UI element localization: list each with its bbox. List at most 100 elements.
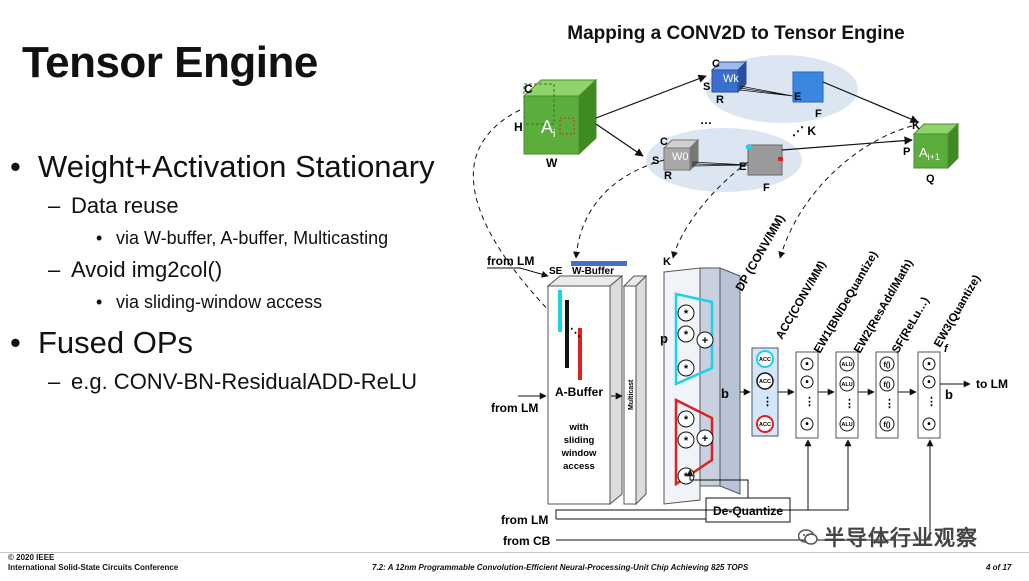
- dashed-map-input: [472, 109, 557, 319]
- svg-text:*: *: [684, 435, 689, 447]
- footer-left: © 2020 IEEE International Solid-State Ci…: [8, 553, 178, 573]
- svg-text:⋮: ⋮: [844, 398, 855, 410]
- svg-text:f(): f(): [884, 422, 891, 429]
- input-c-label: C: [524, 82, 533, 96]
- from-lm-top: from LM: [487, 254, 534, 268]
- svg-text:⋮: ⋮: [804, 396, 815, 408]
- sf-label: SF(ReLu…): [890, 295, 932, 355]
- svg-text:⋮: ⋮: [884, 398, 895, 410]
- ew3-column: • • • ⋮ f b EW3(Quantize): [917, 273, 983, 439]
- from-lm-bottom: from LM: [501, 513, 548, 527]
- sub-bullet-data-reuse: Data reuse: [8, 192, 448, 220]
- dequantize-label: De-Quantize: [713, 504, 783, 518]
- watermark: 半导体行业观察: [798, 522, 978, 552]
- bullet-fused-ops: Fused OPs: [8, 324, 448, 362]
- w0-c-label: C: [660, 136, 668, 148]
- sub-bullet-avoid-img2col: Avoid img2col(): [8, 256, 448, 284]
- output-p-label: P: [903, 146, 910, 158]
- w0-r-label: R: [664, 170, 672, 182]
- arrow-bottom-to-output: [781, 136, 913, 151]
- ew3-f-label: f: [944, 343, 949, 355]
- footer-page-number: 4 of 17: [986, 563, 1012, 572]
- svg-text:⋮: ⋮: [926, 396, 937, 408]
- kernel-wk: Wk C S R E F: [703, 58, 824, 120]
- sub-sub-bullet-buffers: via W-buffer, A-buffer, Multicasting: [8, 226, 448, 250]
- svg-text:+: +: [702, 335, 708, 347]
- input-w-label: W: [546, 156, 558, 170]
- svg-text:*: *: [684, 414, 689, 426]
- w0-e-label: E: [739, 161, 746, 173]
- footer-copyright: © 2020 IEEE: [8, 553, 55, 562]
- output-q-label: Q: [926, 173, 935, 185]
- wk-r-label: R: [716, 94, 724, 106]
- input-h-label: H: [514, 120, 523, 134]
- sub-bullet-conv-bn: e.g. CONV-BN-ResidualADD-ReLU: [8, 368, 448, 396]
- dp-k-label: K: [663, 256, 671, 268]
- svg-text:*: *: [684, 471, 689, 483]
- svg-text:*: *: [684, 329, 689, 341]
- bullet-list: Weight+Activation Stationary Data reuse …: [8, 148, 448, 402]
- svg-text:ACC: ACC: [759, 422, 771, 428]
- footer-conference: International Solid-State Circuits Confe…: [8, 563, 179, 572]
- from-cb-label: from CB: [503, 534, 551, 548]
- kernel-k-dots: ⋰ K: [792, 124, 816, 138]
- svg-text:ALU: ALU: [841, 382, 852, 388]
- ew3-label: EW3(Quantize): [932, 273, 983, 349]
- dp-b-label: b: [721, 386, 729, 401]
- kernel-dots-top: …: [700, 113, 712, 127]
- svg-text:•: •: [927, 377, 931, 388]
- dashed-map-output: [778, 125, 913, 259]
- w-buffer-label: W-Buffer: [572, 266, 614, 277]
- a-buffer-label: A-Buffer: [555, 385, 603, 399]
- watermark-text: 半导体行业观察: [824, 527, 978, 550]
- w0-f-label: F: [763, 182, 770, 194]
- wk-s-label: S: [703, 81, 710, 93]
- multicast-block: Multicast: [622, 274, 648, 506]
- multicast-label: Multicast: [628, 379, 635, 410]
- diagram-title: Mapping a CONV2D to Tensor Engine: [567, 23, 904, 44]
- se-label: SE: [549, 266, 563, 277]
- dp-p-label: p: [660, 331, 668, 346]
- footer-divider: [0, 552, 1029, 553]
- w0-s-label: S: [652, 155, 659, 167]
- input-cube: C H W Ai: [514, 78, 598, 170]
- wk-c-label: C: [712, 58, 720, 70]
- dashed-map-weight: [573, 159, 665, 259]
- output-cube: Ai+1 K P Q: [903, 120, 960, 185]
- svg-text:ALU: ALU: [841, 362, 852, 368]
- from-lm-mid: from LM: [491, 401, 538, 415]
- arrow-top-to-output: [822, 81, 919, 123]
- svg-text:+: +: [702, 433, 708, 445]
- svg-text:f(): f(): [884, 382, 891, 389]
- svg-text:ACC: ACC: [759, 357, 771, 363]
- wk-f-label: F: [815, 108, 822, 120]
- svg-text:*: *: [684, 363, 689, 375]
- input-a-label: Ai: [541, 117, 555, 140]
- svg-text:ALU: ALU: [841, 422, 852, 428]
- svg-text:•: •: [805, 419, 809, 430]
- svg-text:*: *: [684, 308, 689, 320]
- w0-label: W0: [672, 151, 689, 163]
- output-a-label: Ai+1: [919, 145, 940, 162]
- svg-text:•: •: [805, 377, 809, 388]
- sub-sub-bullet-sliding: via sliding-window access: [8, 290, 448, 314]
- wk-label: Wk: [723, 73, 739, 85]
- acc-label: ACC(CONV/MM): [774, 259, 829, 341]
- svg-text:•: •: [927, 359, 931, 370]
- footer-paper-title: 7.2: A 12nm Programmable Convolution-Eff…: [372, 563, 749, 572]
- svg-text:⋮: ⋮: [762, 396, 773, 408]
- svg-text:⋱: ⋱: [570, 327, 581, 339]
- arrow-input-to-bottom: [595, 123, 644, 157]
- dp-label: DP (CONV/MM): [732, 212, 787, 293]
- svg-text:•: •: [805, 359, 809, 370]
- svg-text:f(): f(): [884, 362, 891, 369]
- slide-title: Tensor Engine: [22, 38, 318, 87]
- arrow-input-to-top: [595, 74, 707, 119]
- wk-e-label: E: [794, 91, 801, 103]
- output-k-label: K: [912, 120, 920, 132]
- svg-text:•: •: [927, 419, 931, 430]
- to-lm-label: to LM: [976, 377, 1008, 391]
